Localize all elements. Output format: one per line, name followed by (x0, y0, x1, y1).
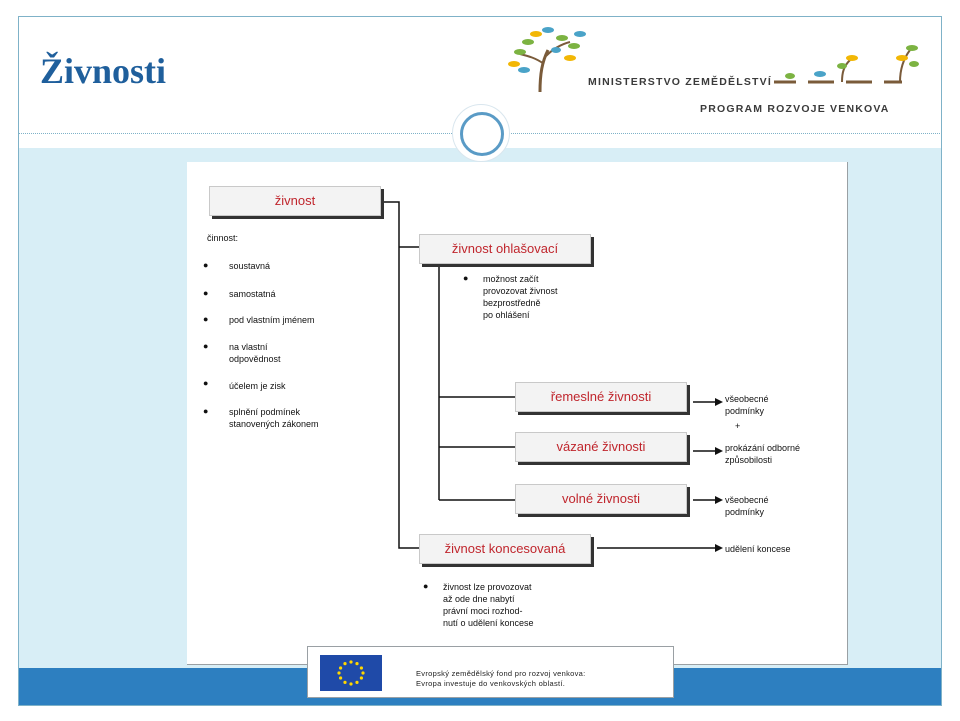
eu-banner-text: Evropský zemědělský fond pro rozvoj venk… (416, 669, 586, 689)
ministry-tree-logo (508, 27, 586, 93)
zivnost-diagram: živnost činnost: ● soustavná ● samostatn… (187, 162, 848, 665)
remeslne-zivnosti-box: řemeslné živnosti (515, 382, 687, 412)
volne-output: všeobecné podmínky (725, 495, 769, 517)
zivnost-koncesovana-box: živnost koncesovaná (419, 534, 591, 564)
eu-flag-icon (320, 655, 382, 691)
bullet: ● (463, 273, 469, 283)
program-name: PROGRAM ROZVOJE VENKOVA (700, 103, 890, 115)
eu-banner: Evropský zemědělský fond pro rozvoj venk… (307, 646, 674, 698)
bullet: ● (423, 581, 429, 591)
eu-banner-line1: Evropský zemědělský fond pro rozvoj venk… (416, 669, 586, 678)
slide-title: Živnosti (40, 51, 167, 91)
ohlasovaci-note: možnost začít provozovat živnost bezpros… (483, 274, 558, 320)
bullet: ● (203, 378, 209, 388)
eu-banner-line2: Evropa investuje do venkovských oblastí. (416, 679, 566, 688)
cinnost-label: činnost: (207, 233, 239, 243)
remeslne-output: všeobecné podmínky (725, 394, 769, 416)
diagram-connectors (384, 201, 723, 552)
bullet: ● (203, 406, 209, 416)
bullet: ● (203, 288, 209, 298)
cinnost-item: pod vlastním jménem (229, 315, 315, 325)
divider-ring-ornament (452, 104, 510, 162)
cinnost-item: splnění podmínek stanovených zákonem (229, 407, 319, 429)
bullet: ● (203, 260, 209, 270)
cinnost-item: soustavná (229, 261, 271, 271)
volne-zivnosti-box: volné živnosti (515, 484, 687, 514)
koncesovana-output: udělení koncese (725, 544, 791, 554)
bullet: ● (203, 341, 209, 351)
vazane-zivnosti-box: vázané živnosti (515, 432, 687, 462)
plus-sign: + (735, 421, 741, 431)
ministry-name: MINISTERSTVO ZEMĚDĚLSTVÍ (588, 76, 772, 88)
sprout-logo (774, 45, 919, 84)
koncesovana-note: živnost lze provozovat až ode dne nabytí… (443, 582, 534, 628)
cinnost-item: účelem je zisk (229, 381, 286, 391)
bullet: ● (203, 314, 209, 324)
slide-frame (18, 16, 942, 706)
zivnost-ohlasovaci-box: živnost ohlašovací (419, 234, 591, 264)
cinnost-item: na vlastní odpovědnost (229, 342, 281, 364)
zivnost-box: živnost (209, 186, 381, 216)
cinnost-item: samostatná (229, 289, 276, 299)
vazane-output: prokázání odborné způsobilosti (725, 443, 801, 465)
